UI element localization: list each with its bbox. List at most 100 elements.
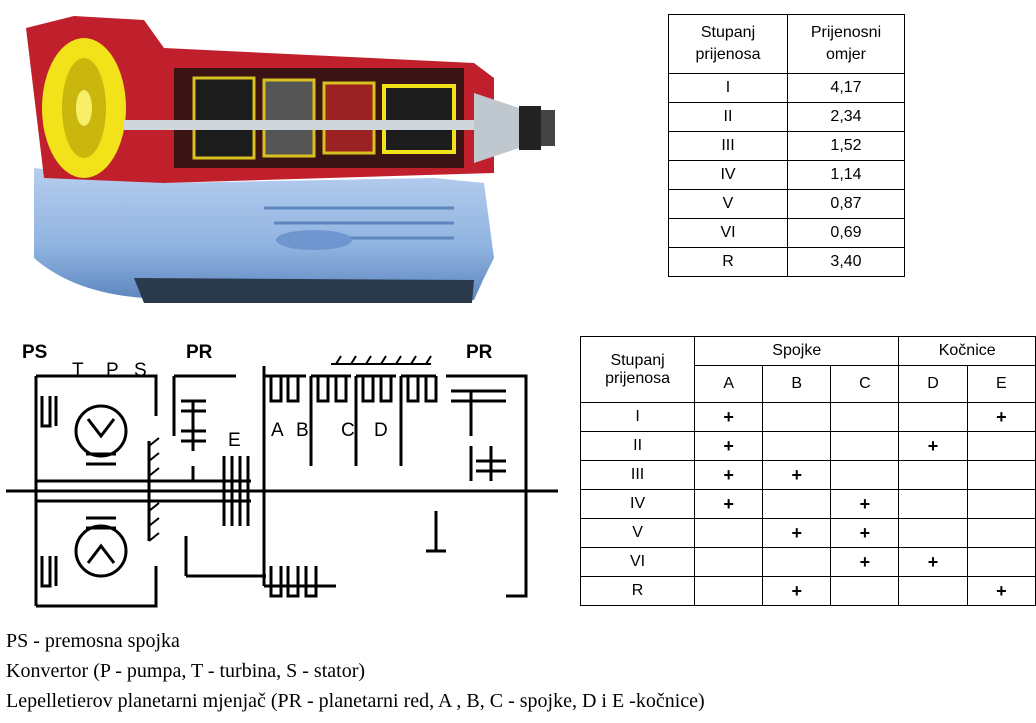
shift-cell-engaged: + [694, 489, 764, 519]
shift-cell-engaged: + [898, 431, 968, 461]
shift-cell-empty [830, 460, 900, 490]
shift-cell-empty [966, 518, 1036, 548]
shift-cell-empty [898, 489, 968, 519]
ratio-header-gear: Stupanj prijenosa [668, 14, 788, 74]
transmission-cutaway-image [26, 16, 555, 303]
ratio-cell-gear: V [668, 189, 788, 219]
ratio-cell-value: 1,14 [787, 160, 905, 190]
shift-cell-empty [898, 460, 968, 490]
shift-row: V ++ [579, 518, 1036, 548]
label-p: P [106, 360, 119, 381]
shift-cell-empty [694, 547, 764, 577]
shift-cell-engaged: + [694, 431, 764, 461]
shift-cell-engaged: + [830, 518, 900, 548]
shift-cell-gear: VI [579, 547, 696, 577]
label-d: D [374, 420, 388, 441]
ratio-cell-value: 3,40 [787, 247, 905, 277]
shift-cell-empty [762, 431, 832, 461]
shift-cell-gear: III [579, 460, 696, 490]
lockup-clutch-ps [34, 374, 66, 608]
ratio-header-ratio: Prijenosni omjer [787, 14, 905, 74]
ratio-table-header-row: Stupanj prijenosa Prijenosni omjer [668, 14, 905, 74]
shift-cell-gear: R [579, 576, 696, 606]
brake-e [222, 456, 250, 526]
ratio-header-ratio-line1: Prijenosni [810, 24, 882, 41]
shift-header-row-1: Stupanj prijenosa Spojke Kočnice [579, 336, 1036, 403]
lepelletier-schematic: PS T P S PR PR E A B C D [6, 342, 558, 608]
caption-line-converter: Konvertor (P - pumpa, T - turbina, S - s… [6, 660, 366, 682]
shift-cell-engaged: + [898, 547, 968, 577]
shift-cell-empty [898, 576, 968, 606]
ratio-cell-gear: III [668, 131, 788, 161]
brakes-cd [331, 355, 438, 466]
ratio-header-ratio-line2: omjer [825, 46, 866, 63]
ratio-header-gear-line1: Stupanj [700, 24, 756, 41]
shift-row: I++ [579, 402, 1036, 432]
shift-header-element: C [830, 365, 900, 403]
shift-cell-empty [966, 460, 1036, 490]
shift-cell-engaged: + [762, 576, 832, 606]
shift-cell-empty [830, 576, 900, 606]
clutch-packs-ab [262, 366, 351, 586]
caption-line-planetary: Lepelletierov planetarni mjenjač (PR - p… [6, 690, 705, 712]
shift-cell-engaged: + [762, 460, 832, 490]
shift-cell-empty [966, 489, 1036, 519]
label-pr-left: PR [186, 342, 213, 363]
shift-header-element: A [694, 365, 764, 403]
shift-cell-engaged: + [762, 518, 832, 548]
shift-row: VI ++ [579, 547, 1036, 577]
legend-caption: PS - premosna spojka Konvertor (P - pump… [6, 626, 705, 716]
ratio-cell-gear: VI [668, 218, 788, 248]
shift-row: R++ [579, 576, 1036, 606]
label-c: C [341, 420, 355, 441]
shift-header-spojke: Spojke [694, 336, 900, 366]
shift-header-element: B [762, 365, 832, 403]
ratio-cell-value: 4,17 [787, 73, 905, 103]
shift-cell-gear: II [579, 431, 696, 461]
shift-cell-empty [898, 518, 968, 548]
shift-header-gear-line1: Stupanj [610, 351, 665, 369]
shift-row: IV++ [579, 489, 1036, 519]
shift-row: II++ [579, 431, 1036, 461]
shift-header-element: D [898, 365, 968, 403]
ratio-cell-gear: R [668, 247, 788, 277]
shift-cell-engaged: + [830, 547, 900, 577]
label-a: A [271, 420, 284, 441]
shift-cell-engaged: + [966, 402, 1036, 432]
lower-clutch-pack [264, 566, 336, 598]
ratio-cell-value: 1,52 [787, 131, 905, 161]
shift-cell-empty [830, 431, 900, 461]
shift-row: III++ [579, 460, 1036, 490]
label-s: S [134, 360, 147, 381]
shift-cell-empty [898, 402, 968, 432]
shift-cell-empty [762, 547, 832, 577]
ratio-cell-value: 2,34 [787, 102, 905, 132]
ratio-cell-gear: IV [668, 160, 788, 190]
shift-cell-engaged: + [694, 460, 764, 490]
shift-cell-empty [966, 431, 1036, 461]
ratio-cell-gear: II [668, 102, 788, 132]
planetary-set-right [426, 374, 528, 598]
shift-cell-empty [966, 547, 1036, 577]
ratio-cell-value: 0,87 [787, 189, 905, 219]
shift-cell-gear: V [579, 518, 696, 548]
shift-cell-empty [830, 402, 900, 432]
shift-header-element: E [966, 365, 1036, 403]
shift-cell-engaged: + [694, 402, 764, 432]
ratio-cell-gear: I [668, 73, 788, 103]
shift-cell-empty [694, 518, 764, 548]
planetary-set-left [172, 374, 266, 578]
shift-cell-empty [762, 402, 832, 432]
label-pr-right: PR [466, 342, 493, 363]
shift-cell-empty [762, 489, 832, 519]
shift-cell-engaged: + [830, 489, 900, 519]
shift-header-gear-line2: prijenosa [605, 369, 671, 387]
shift-header-gear: Stupanj prijenosa [579, 336, 696, 403]
